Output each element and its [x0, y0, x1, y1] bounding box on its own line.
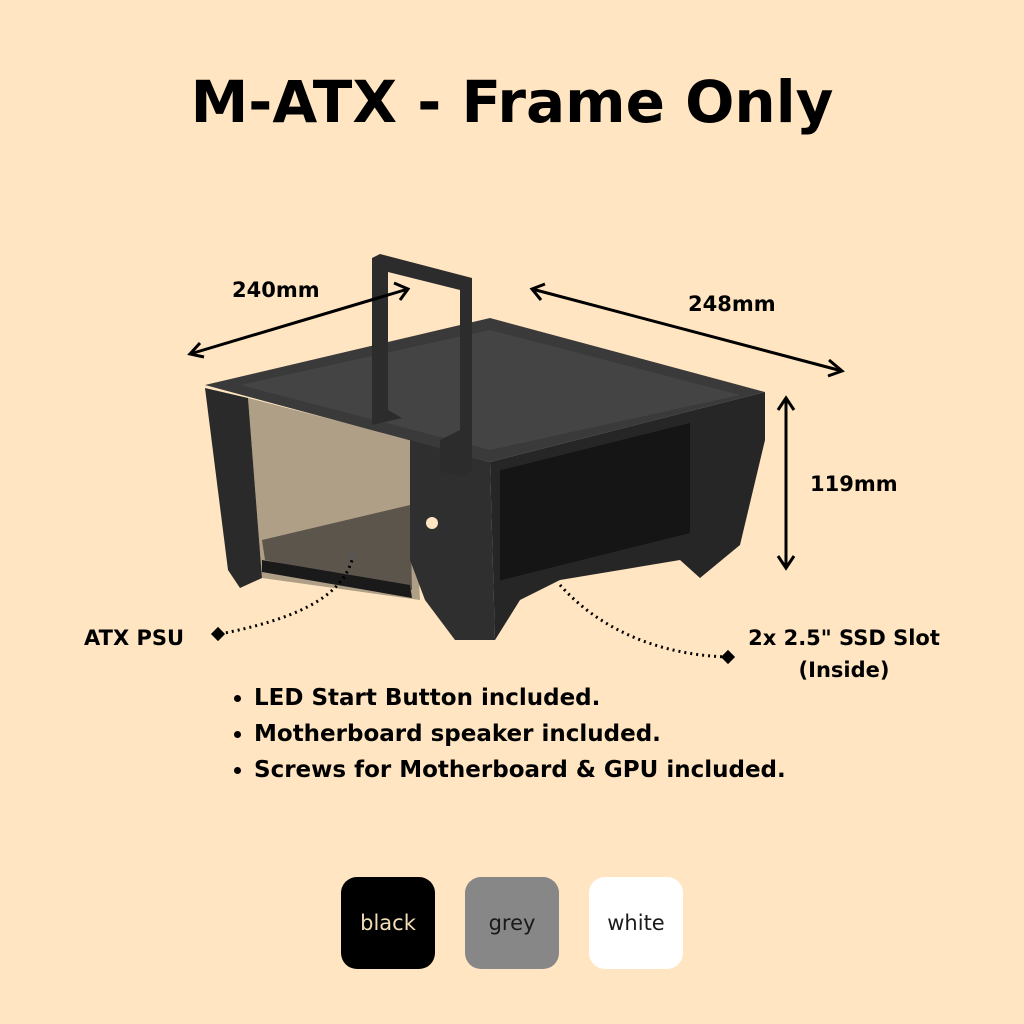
color-swatch-grey[interactable]: grey — [465, 877, 559, 969]
psu-callout: ATX PSU — [84, 626, 185, 650]
feature-item: Screws for Motherboard & GPU included. — [254, 752, 786, 788]
feature-item: Motherboard speaker included. — [254, 716, 786, 752]
case-frame-image — [205, 254, 765, 640]
color-swatch-white[interactable]: white — [589, 877, 683, 969]
width-dimension: 240mm — [232, 278, 320, 302]
ssd-callout: 2x 2.5" SSD Slot (Inside) — [738, 622, 950, 686]
feature-item: LED Start Button included. — [254, 680, 786, 716]
ssd-callout-line2: (Inside) — [798, 658, 890, 682]
feature-list: LED Start Button included. Motherboard s… — [230, 680, 786, 788]
ssd-callout-line1: 2x 2.5" SSD Slot — [748, 626, 940, 650]
callout-lines — [219, 559, 729, 659]
height-dimension: 119mm — [810, 472, 898, 496]
dimension-arrows — [187, 281, 845, 571]
color-swatch-black[interactable]: black — [341, 877, 435, 969]
depth-dimension: 248mm — [688, 292, 776, 316]
swatch-label: black — [360, 911, 416, 935]
page-title: M-ATX - Frame Only — [190, 68, 834, 136]
swatch-label: white — [607, 911, 665, 935]
swatch-label: grey — [488, 911, 536, 935]
